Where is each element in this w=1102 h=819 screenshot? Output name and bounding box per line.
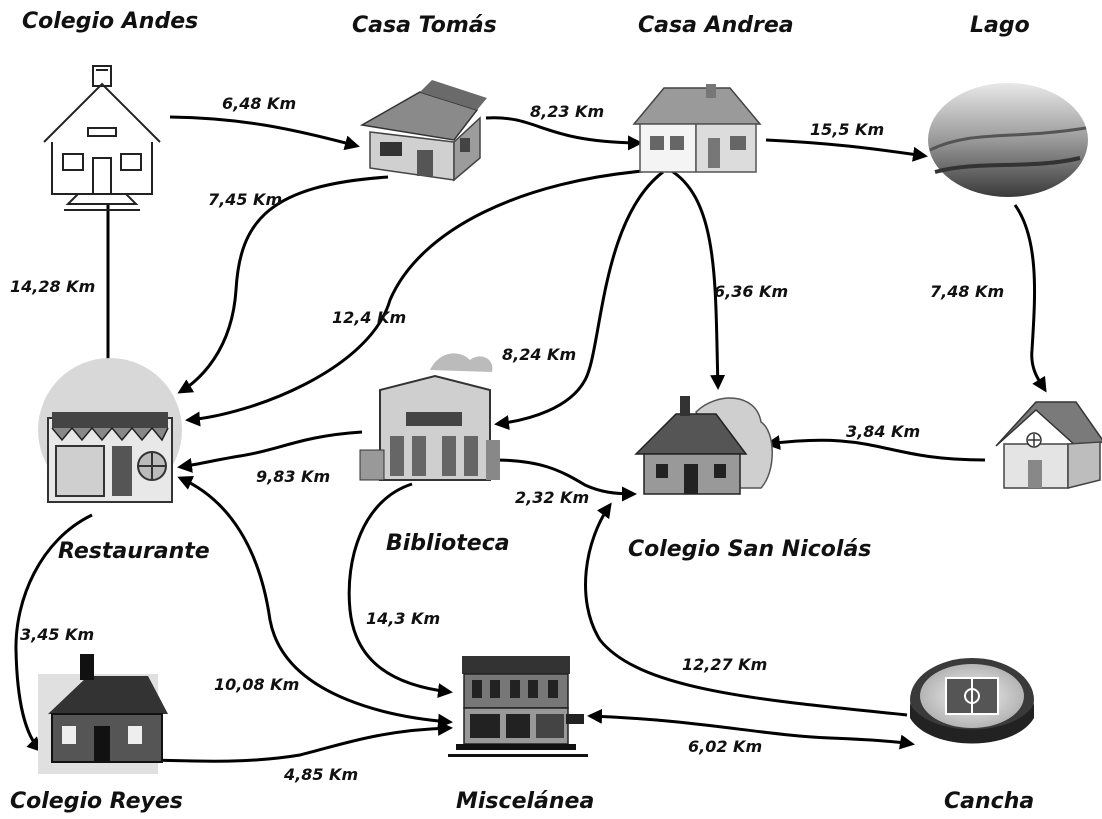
node-label-colegio-andes: Colegio Andes (22, 9, 198, 34)
node-label-casa-tomas: Casa Tomás (352, 13, 497, 38)
edge-restaurante-colegio-reyes (14, 513, 93, 753)
library-building-icon (359, 353, 500, 481)
edge-miscelanea-colegio-reyes (137, 720, 453, 768)
edge-lago-casa-lago (1013, 204, 1047, 393)
house-icon (632, 84, 762, 173)
node-label-casa-andrea: Casa Andrea (638, 13, 794, 38)
node-label-colegio-reyes: Colegio Reyes (10, 789, 183, 814)
edge-casa-andrea-restaurante (185, 168, 656, 427)
node-label-colegio-san-nicolas: Colegio San Nicolás (628, 537, 871, 562)
node-labels: Colegio Andes Casa Tomás Casa Andrea Lag… (10, 9, 1034, 814)
node-label-lago: Lago (970, 13, 1030, 38)
edge-miscelanea-cancha (587, 708, 915, 750)
lake-landscape-icon (928, 83, 1088, 197)
edge-label: 7,48 Km (930, 282, 1004, 301)
edge-label: 14,3 Km (366, 609, 440, 628)
edge-label: 6,36 Km (714, 282, 788, 301)
node-label-miscelanea: Miscelánea (456, 789, 594, 814)
edge-cancha-san-nicolas (584, 502, 908, 717)
storefront-icon (38, 358, 182, 503)
edge-casa-tomas-casa-andrea (485, 116, 643, 151)
edge-restaurante-miscelanea (177, 475, 453, 729)
stadium-icon (910, 658, 1034, 744)
country-church-icon (634, 396, 773, 495)
edge-label: 14,28 Km (10, 277, 95, 296)
edge-label: 6,48 Km (222, 94, 296, 113)
node-label-biblioteca: Biblioteca (386, 531, 510, 556)
edge-label: 8,24 Km (502, 345, 576, 364)
edge-label: 6,02 Km (688, 737, 762, 756)
edge-biblioteca-san-nicolas (493, 458, 637, 502)
edge-label: 3,84 Km (846, 422, 920, 441)
edge-colegio-andes-casa-tomas (169, 115, 360, 151)
house-icon (359, 80, 487, 182)
node-label-restaurante: Restaurante (58, 539, 210, 564)
edge-casa-tomas-restaurante (177, 175, 389, 394)
edge-label: 9,83 Km (256, 467, 330, 486)
edge-casa-andrea-lago (765, 138, 928, 162)
edge-biblioteca-restaurante (177, 430, 363, 473)
edge-label: 8,23 Km (530, 102, 604, 121)
edge-label: 10,08 Km (214, 675, 299, 694)
edge-label: 2,32 Km (515, 488, 589, 507)
schoolhouse-icon (43, 65, 161, 211)
edges (14, 115, 1047, 768)
edge-casa-andrea-biblioteca (494, 170, 664, 430)
old-school-icon (38, 654, 168, 774)
edge-labels: 6,48 Km 8,23 Km 15,5 Km 14,28 Km 7,45 Km… (10, 94, 1004, 784)
node-label-cancha: Cancha (944, 789, 1034, 814)
edge-label: 12,4 Km (332, 308, 406, 327)
edge-label: 15,5 Km (810, 120, 884, 139)
edge-label: 3,45 Km (20, 625, 94, 644)
edge-label: 4,85 Km (283, 765, 358, 784)
edge-biblioteca-miscelanea (347, 482, 453, 699)
shop-building-icon (448, 656, 588, 757)
edge-casa-lago-san-nicolas (765, 435, 986, 462)
edge-casa-andrea-san-nicolas (669, 168, 726, 390)
edge-label: 12,27 Km (682, 655, 767, 674)
small-house-icon (995, 401, 1102, 489)
edge-label: 7,45 Km (208, 190, 282, 209)
